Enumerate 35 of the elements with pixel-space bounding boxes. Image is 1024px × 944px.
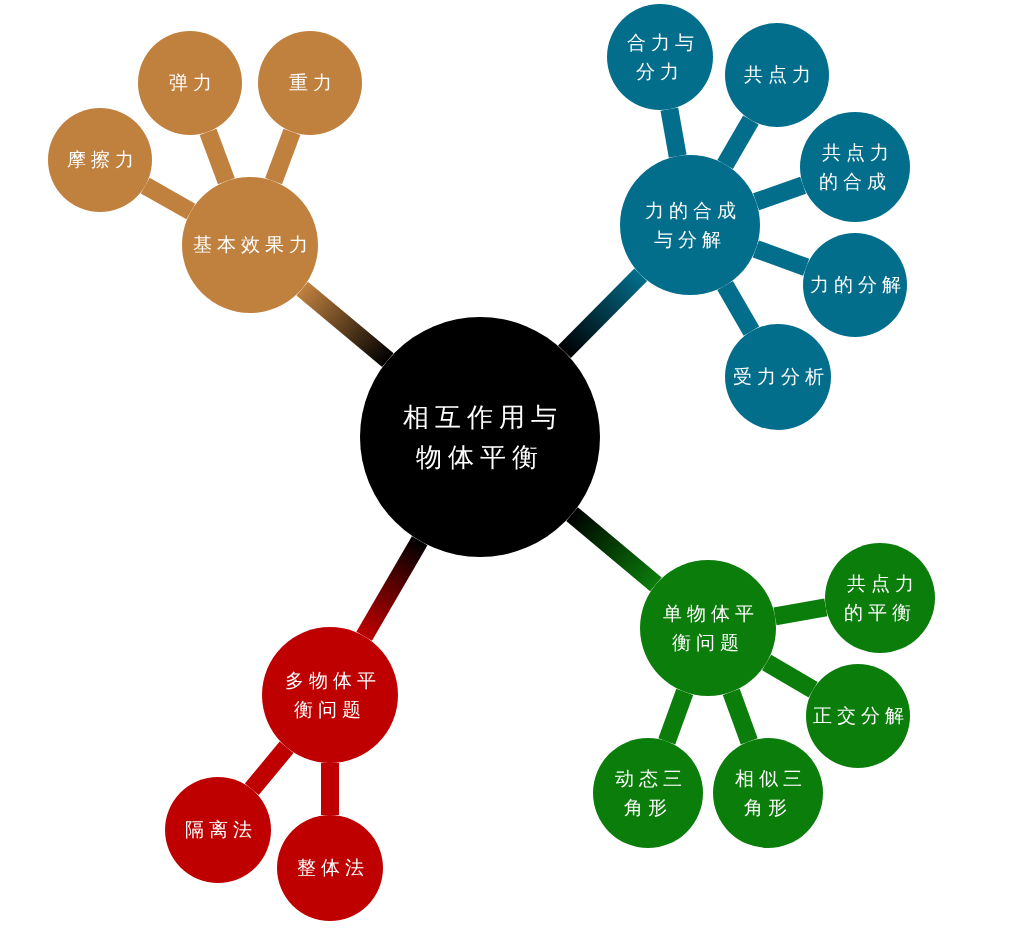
topic-label: 共点力的合成 bbox=[818, 139, 894, 194]
branch-connector bbox=[566, 507, 662, 592]
topic-label: 力的分解 bbox=[808, 272, 906, 298]
branch-connector bbox=[717, 281, 760, 336]
topic-label: 基本效果力 bbox=[191, 232, 314, 258]
topic-label: 相似三角形 bbox=[733, 765, 807, 820]
topic-label: 单物体平衡问题 bbox=[661, 600, 759, 655]
topic-label: 弹力 bbox=[167, 70, 218, 96]
topic-label: 力的合成与分解 bbox=[643, 197, 741, 252]
topic-label: 共点力的平衡 bbox=[843, 570, 919, 625]
branch-connector bbox=[660, 107, 687, 158]
branch-connector bbox=[658, 688, 694, 745]
topic-label: 正交分解 bbox=[811, 703, 909, 729]
branch-connector bbox=[265, 128, 301, 185]
topic-label: 动态三角形 bbox=[613, 765, 687, 820]
branch-connector bbox=[773, 598, 828, 626]
branch-connector bbox=[356, 536, 428, 641]
topic-label: 受力分析 bbox=[731, 364, 829, 390]
branch-connector bbox=[244, 741, 294, 795]
branch-connector bbox=[762, 654, 818, 698]
branch-connector bbox=[140, 177, 196, 220]
topic-label: 摩擦力 bbox=[65, 147, 140, 173]
topic-label: 合力与分力 bbox=[625, 29, 699, 84]
topic-label: 多物体平衡问题 bbox=[283, 667, 381, 722]
branch-connector bbox=[752, 240, 810, 276]
branch-connector bbox=[296, 281, 394, 367]
branch-connector bbox=[199, 128, 235, 185]
topic-label: 共点力 bbox=[742, 62, 817, 88]
branch-connector bbox=[717, 115, 759, 169]
topic-label: 重力 bbox=[287, 70, 338, 96]
topic-label: 相互作用与物体平衡 bbox=[402, 400, 564, 474]
branch-connector bbox=[558, 268, 648, 359]
topic-label: 隔离法 bbox=[183, 817, 258, 843]
branch-connector bbox=[321, 763, 339, 815]
topic-label: 整体法 bbox=[295, 855, 370, 881]
